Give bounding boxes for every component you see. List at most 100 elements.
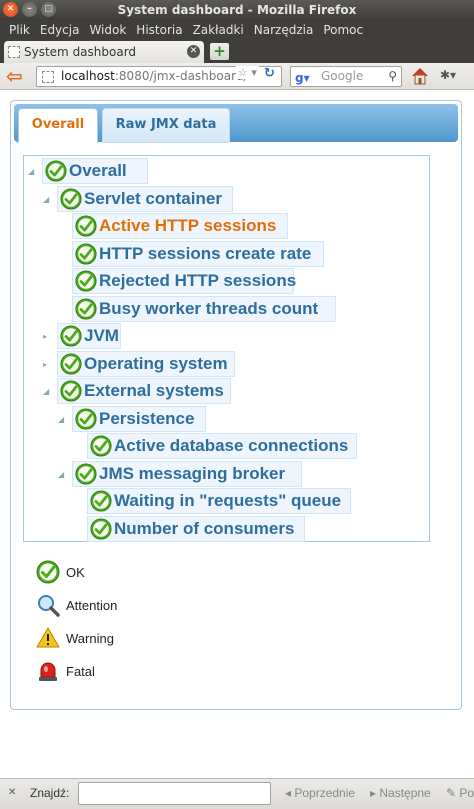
reload-icon[interactable]: ↻ [264,66,275,81]
magnifier-icon [38,595,60,617]
ok-icon [90,490,112,512]
tree-node[interactable]: Overall [42,158,148,184]
tree-node[interactable]: Number of consumers [87,515,305,542]
find-close-icon[interactable]: ✕ [8,787,17,798]
url-path: :8080/jmx-dashboard/ [114,69,248,83]
tree-node[interactable]: Waiting in "requests" queue [87,488,351,514]
find-input[interactable] [78,782,271,805]
tree-node[interactable]: Active HTTP sessions [72,213,288,239]
legend-fatal: Fatal [36,659,236,685]
tree-node-label: Rejected HTTP sessions [99,271,297,290]
browser-tab[interactable]: System dashboard ✕ [4,41,204,63]
site-identity-icon[interactable] [42,71,54,83]
menu-edycja[interactable]: Edycja [39,23,80,37]
addon-icon[interactable]: ✱▾ [440,68,457,82]
expand-arrow-right-icon[interactable]: ▸ [43,359,48,369]
home-icon[interactable] [410,66,430,86]
google-engine-icon[interactable]: g▾ [295,71,310,85]
expand-arrow-down-icon[interactable]: ◢ [58,414,65,424]
ok-icon [36,560,60,584]
expand-arrow-down-icon[interactable]: ◢ [28,167,35,176]
ok-icon [75,270,97,292]
tree-node-label: Servlet container [84,188,222,208]
tree-node-label: Operating system [84,353,228,373]
ok-icon [60,187,82,210]
expand-arrow-down-icon[interactable]: ◢ [58,469,65,479]
ok-icon [75,215,97,237]
ok-icon [60,380,82,402]
legend-label: Fatal [66,664,95,679]
tree-node[interactable]: HTTP sessions create rate [72,240,324,267]
find-label: Znajdź: [30,786,70,800]
warning-icon [36,627,60,648]
back-arrow-icon[interactable]: ⇦ [6,64,23,88]
tree-node[interactable]: JVM [57,323,121,349]
tab-raw-jmx-data[interactable]: Raw JMX data [102,108,230,143]
browser-tab-title: System dashboard [24,45,137,59]
tree-node[interactable]: Servlet container [57,185,233,212]
tree-node-label: Active HTTP sessions [99,216,277,235]
tree-node-label: JVM [84,326,119,345]
menu-pomoc[interactable]: Pomoc [323,23,364,37]
search-placeholder: Google [321,69,364,83]
find-next-button[interactable]: ▸ Następne [370,786,431,800]
tab-close-icon[interactable]: ✕ [187,45,200,58]
window-title: System dashboard - Mozilla Firefox [117,3,357,17]
legend-warning: Warning [36,626,236,652]
ok-icon [75,242,97,265]
url-bar[interactable]: localhost:8080/jmx-dashboard/ [36,66,282,87]
ok-icon [75,297,97,320]
legend-label: Attention [66,598,118,613]
legend-label: OK [66,565,85,580]
window-controls: ✕ – □ [0,2,56,17]
tree-node-label: Busy worker threads count [99,298,319,318]
tree-node[interactable]: JMS messaging broker [72,460,302,487]
window-minimize-icon[interactable]: – [22,2,37,17]
tree-node[interactable]: Busy worker threads count [72,295,336,322]
alarm-icon [39,662,57,681]
legend-label: Warning [66,631,114,646]
navigation-bar: ⇦ localhost:8080/jmx-dashboard/ ☆ ▾ ↻ g▾… [0,63,474,90]
find-previous-button[interactable]: ◂ Poprzednie [285,786,356,800]
find-previous-label: Poprzednie [294,786,356,800]
tree-node[interactable]: Operating system [57,350,235,377]
ok-icon [90,435,112,457]
highlight-all-label: Po [459,786,474,800]
tree-node[interactable]: Persistence [72,405,206,432]
url-host: localhost [61,69,115,83]
legend-ok: OK [36,560,236,586]
tree-node[interactable]: External systems [57,378,231,404]
browser-tab-strip: System dashboard ✕ + [0,40,474,63]
window-maximize-icon[interactable]: □ [41,2,56,17]
tree-node[interactable]: Active database connections [87,433,357,459]
page-content: Overall Raw JMX data ◢ Overall ◢ Servlet co… [0,90,474,778]
expand-arrow-down-icon[interactable]: ◢ [43,194,50,204]
bookmark-star-icon[interactable]: ☆ ▾ [236,66,259,79]
menu-narzedzia[interactable]: Narzędzia [253,23,314,37]
menu-zakladki[interactable]: Zakładki [192,23,244,37]
menu-historia[interactable]: Historia [136,23,183,37]
tab-overall[interactable]: Overall [18,108,98,143]
expand-arrow-right-icon[interactable]: ▸ [43,332,48,341]
tree-node-label: Waiting in "requests" queue [114,491,342,510]
page-tab-bar: Overall Raw JMX data [14,104,458,143]
ok-icon [75,407,97,430]
ok-icon [60,325,82,347]
tree-node-label: Persistence [99,408,195,428]
search-icon[interactable]: ⚲ [388,69,397,83]
legend-attention: Attention [36,593,236,619]
menu-widok[interactable]: Widok [89,23,127,37]
find-next-label: Następne [379,786,431,800]
tree-node[interactable]: Rejected HTTP sessions [72,268,297,294]
expand-arrow-down-icon[interactable]: ◢ [43,387,50,396]
new-tab-plus-icon[interactable]: + [210,43,229,60]
highlight-all-button[interactable]: ✎ Po [446,786,474,800]
menu-plik[interactable]: Plik [9,23,30,37]
tree-node-label: Overall [69,161,127,180]
menu-bar: Plik Edycja Widok Historia Zakładki Narz… [0,20,474,40]
window-close-icon[interactable]: ✕ [3,2,18,17]
tree-node-label: HTTP sessions create rate [99,243,312,263]
search-bar[interactable]: g▾ Google ⚲ [290,66,402,87]
window-titlebar: ✕ – □ System dashboard - Mozilla Firefox [0,0,474,20]
